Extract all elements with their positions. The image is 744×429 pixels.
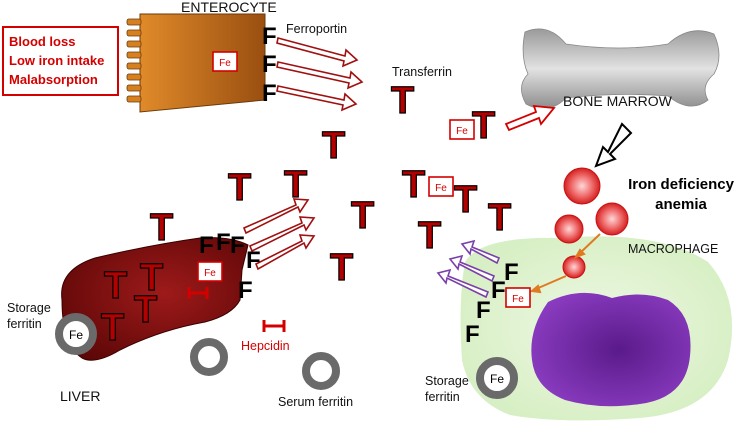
transferrin-glyph: T — [330, 247, 353, 289]
serum-ferritin-label: Serum ferritin — [278, 395, 354, 409]
liver-export-arrows — [242, 198, 316, 271]
label-line: ferritin — [7, 317, 42, 331]
bone-marrow-shape — [521, 28, 720, 110]
svg-text:Fe: Fe — [69, 328, 83, 342]
hepcidin-label: Hepcidin — [241, 339, 290, 353]
label-line: ferritin — [425, 390, 460, 404]
ferroportin-glyph: F — [491, 277, 506, 304]
ferroportin-glyph: F — [262, 51, 277, 78]
svg-text:Fe: Fe — [490, 372, 504, 386]
fe-label: Fe — [219, 58, 231, 69]
ferroportin-label: Ferroportin — [286, 22, 348, 36]
transferrin-glyph: T — [284, 164, 307, 206]
iron-deficiency-anemia-label: Iron deficiency anemia — [617, 175, 744, 215]
ferroportin-glyph: F — [504, 259, 519, 286]
fe-box-enterocyte — [212, 51, 238, 72]
cause-item: Low iron intake — [9, 53, 105, 68]
transferrin-glyph: T — [418, 215, 441, 257]
enterocyte-cell: Fe — [126, 13, 266, 113]
fe-box: Fe — [428, 176, 454, 197]
svg-text:Fe: Fe — [456, 126, 468, 137]
red-blood-cell — [595, 202, 629, 236]
storage-ferritin-ring-liver: Fe — [55, 313, 97, 355]
red-blood-cell — [554, 214, 584, 244]
storage-ferritin-macrophage-label: Storage ferritin — [425, 373, 469, 405]
ferroportin-glyph: F — [246, 247, 261, 274]
transferrin-glyph: T — [322, 125, 345, 167]
ferroportin-glyph: F — [476, 297, 491, 324]
transferrin-glyph: T — [402, 164, 425, 206]
transferrin-glyph: T — [391, 80, 414, 122]
transferrin-label: Transferrin — [392, 65, 452, 79]
bone-marrow-label: BONE MARROW — [563, 93, 672, 109]
ferroportin-glyph: F — [262, 23, 277, 50]
storage-ferritin-liver-label: Storage ferritin — [7, 300, 51, 332]
svg-text:Fe: Fe — [204, 268, 216, 279]
transferrin-glyph: T — [488, 197, 511, 239]
transferrin-glyph: T — [228, 167, 251, 209]
transferrin-glyph: T — [472, 105, 495, 147]
ferroportin-glyph: F — [199, 232, 214, 259]
fe-box: Fe — [197, 261, 223, 282]
ferroportin-glyph: F — [216, 229, 231, 256]
enterocyte-export-arrows — [276, 37, 364, 112]
transferrin-glyph: T — [150, 207, 173, 249]
transferrin-glyph: T — [104, 265, 127, 307]
hepcidin-glyph — [187, 287, 209, 299]
ferroportin-glyph: F — [465, 321, 480, 348]
transferrin-to-marrow-arrow — [504, 104, 556, 132]
cause-item: Malabsorption — [9, 72, 98, 87]
macrophage-nucleus — [531, 292, 691, 407]
label-line: Storage — [7, 301, 51, 315]
macrophage-label: MACROPHAGE — [628, 242, 719, 256]
transferrin-glyphs: T T T T T T T T T T T T T T T T — [100, 79, 511, 349]
liver-label: LIVER — [60, 388, 101, 404]
svg-text:Fe: Fe — [435, 183, 447, 194]
causes-box: Blood loss Low iron intake Malabsorption — [2, 26, 119, 96]
bone-to-rbc-arrow — [594, 122, 633, 168]
red-blood-cell — [562, 255, 586, 279]
label-line: Storage — [425, 374, 469, 388]
fe-box: Fe — [449, 119, 475, 140]
svg-text:Fe: Fe — [512, 294, 524, 305]
macrophage-export-arrows — [436, 239, 501, 299]
hepcidin-glyph — [262, 320, 286, 332]
ferroportin-glyph: F — [230, 232, 245, 259]
ferroportin-glyph: F — [262, 80, 277, 107]
fe-box: Fe — [505, 287, 531, 308]
transferrin-glyph: T — [454, 179, 477, 221]
ferroportin-glyph: F — [238, 277, 253, 304]
enterocyte-label: ENTEROCYTE — [181, 0, 277, 15]
ida-line: anemia — [655, 196, 707, 213]
cause-item: Blood loss — [9, 34, 76, 49]
transferrin-glyph: T — [351, 195, 374, 237]
transferrin-glyph: T — [101, 307, 124, 349]
serum-ferritin-ring — [190, 338, 228, 376]
serum-ferritin-ring — [302, 352, 340, 390]
storage-ferritin-ring-macrophage: Fe — [476, 357, 518, 399]
transferrin-glyph: T — [134, 289, 157, 331]
ida-line: Iron deficiency — [628, 176, 734, 193]
transferrin-glyph: T — [140, 257, 163, 299]
red-blood-cell — [563, 167, 601, 205]
